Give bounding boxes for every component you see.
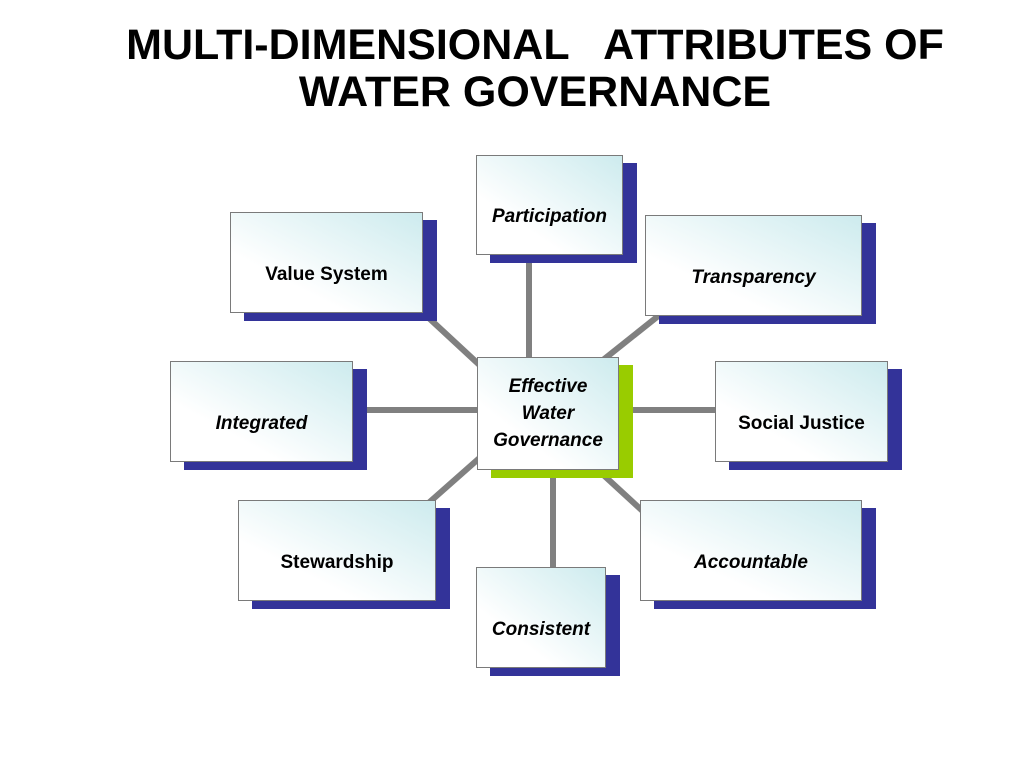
node-label: Social Justice	[738, 412, 865, 434]
title-line-1: MULTI-DIMENSIONAL ATTRIBUTES OF	[126, 21, 944, 69]
center-node-effective-water-governance: Effective Water Governance	[477, 357, 619, 470]
node-accountable: Accountable	[640, 500, 862, 601]
node-participation: Participation	[476, 155, 623, 255]
center-label-line-1: Effective	[508, 376, 588, 397]
node-label: Stewardship	[280, 551, 394, 573]
connector-accountable	[595, 467, 651, 519]
node-stewardship: Stewardship	[238, 500, 436, 601]
connector-transparency	[596, 310, 664, 367]
title-line-2: WATER GOVERNANCE	[298, 68, 772, 116]
node-consistent: Consistent	[476, 567, 606, 668]
center-label-line-3: Governance	[493, 430, 603, 451]
center-label-line-2: Water	[521, 403, 575, 424]
node-value-system: Value System	[230, 212, 423, 313]
node-social-justice: Social Justice	[715, 361, 888, 462]
node-integrated: Integrated	[170, 361, 353, 462]
node-label: Value System	[265, 263, 388, 285]
node-label: Participation	[491, 206, 608, 227]
node-transparency: Transparency	[645, 215, 862, 316]
connector-value-system	[415, 305, 489, 374]
node-label: Transparency	[691, 266, 816, 288]
node-label: Integrated	[215, 412, 308, 434]
node-label: Accountable	[693, 551, 809, 573]
connector-stewardship	[422, 451, 486, 510]
node-label: Consistent	[491, 618, 591, 640]
